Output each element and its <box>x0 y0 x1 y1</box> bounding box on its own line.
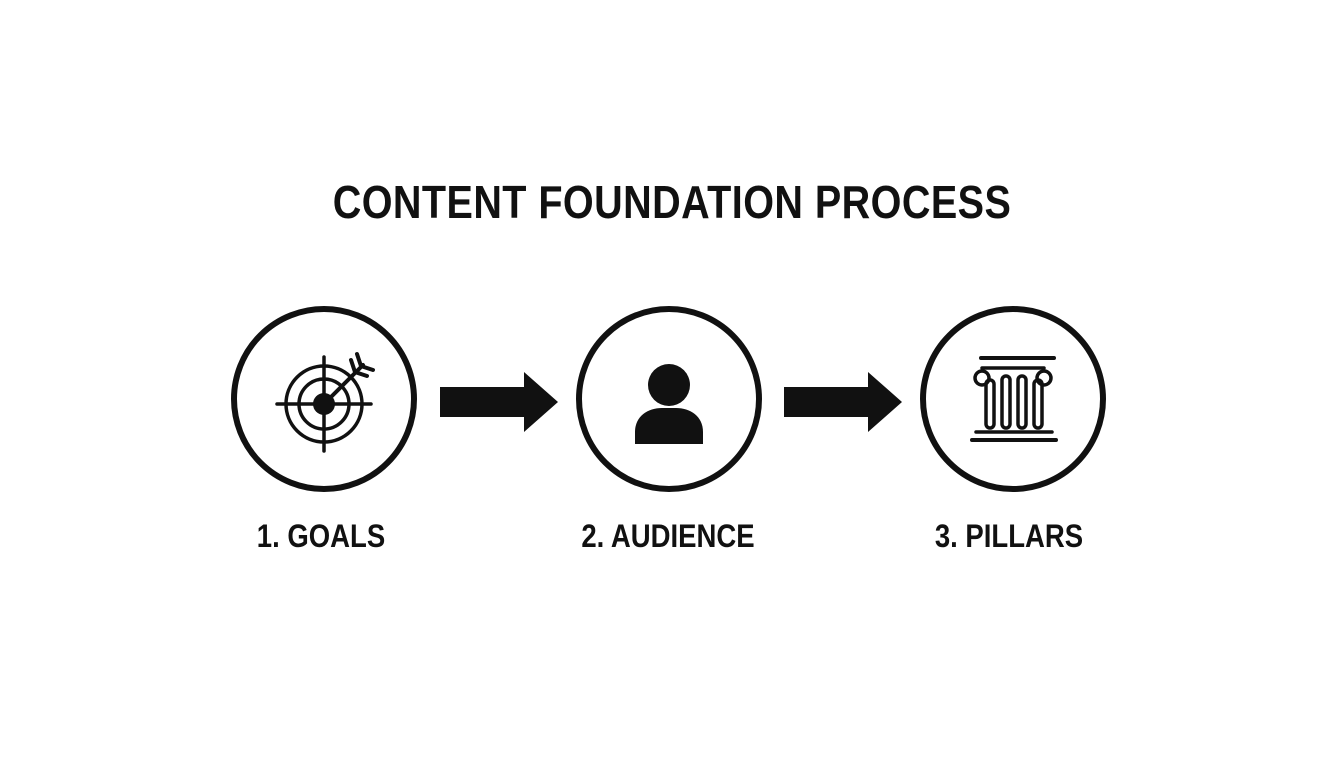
step-pillars-circle <box>920 306 1106 492</box>
arrow-right-icon <box>440 372 558 432</box>
user-icon <box>635 364 703 444</box>
diagram-title: CONTENT FOUNDATION PROCESS <box>332 176 1012 228</box>
step-audience-circle <box>576 306 762 492</box>
pillar-icon <box>970 356 1058 442</box>
step-goals-circle <box>231 306 417 492</box>
target-icon <box>275 352 375 453</box>
arrow-right-icon <box>784 372 902 432</box>
step-goals-label: 1. GOALS <box>256 518 386 554</box>
step-pillars-label: 3. PILLARS <box>934 518 1084 554</box>
step-audience-label: 2. AUDIENCE <box>581 518 755 554</box>
